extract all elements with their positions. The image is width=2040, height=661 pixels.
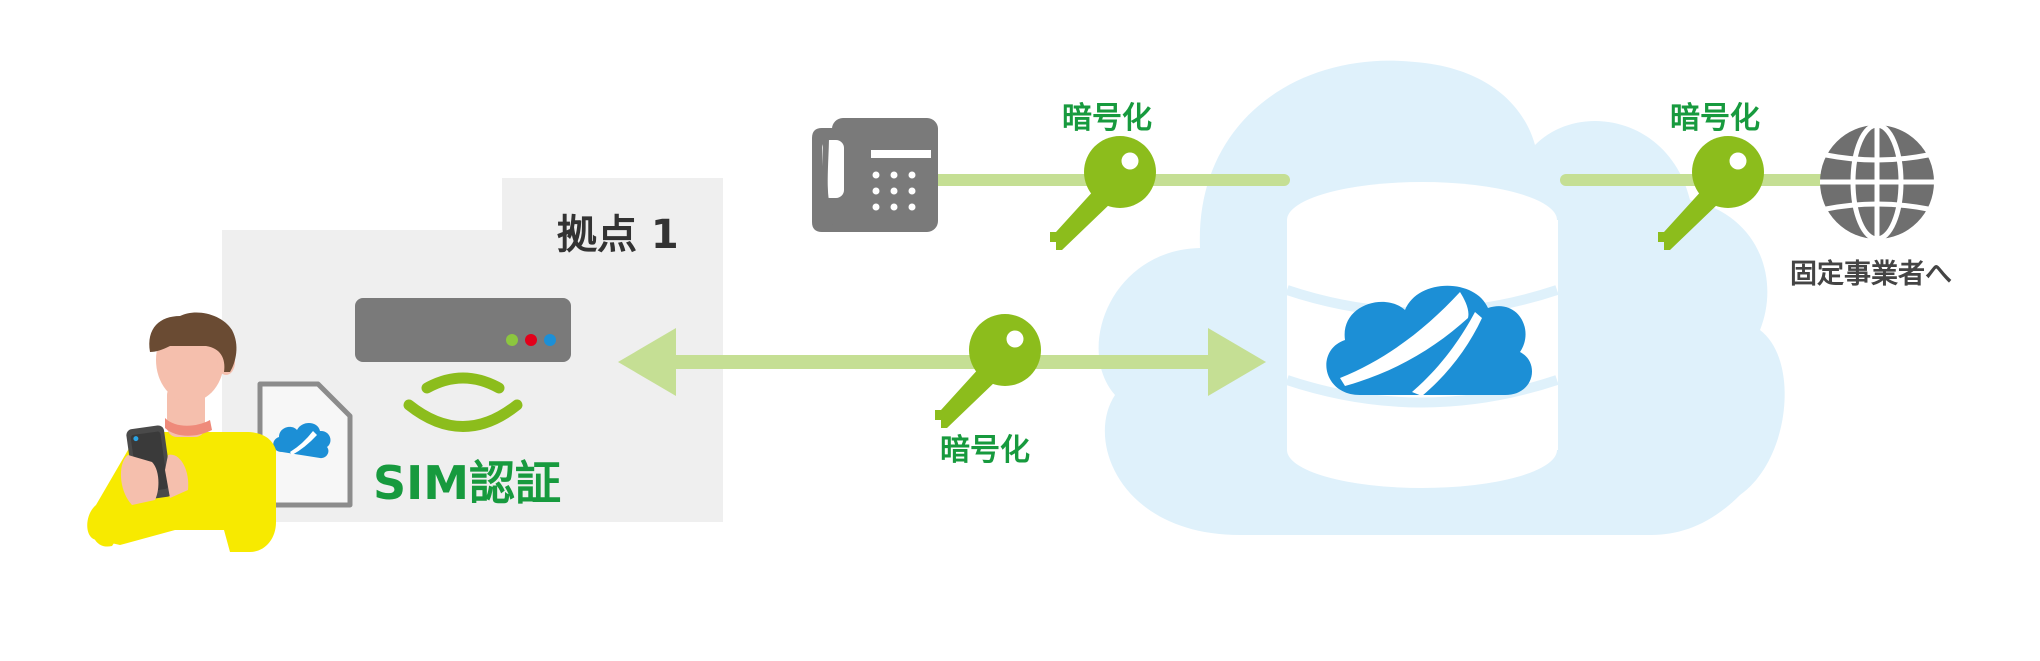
key-icon-phone [1050,136,1156,250]
encrypt-phone-label: 暗号化 [1062,101,1152,136]
arrow-right-icon [1208,328,1266,396]
encrypt-global-label: 暗号化 [1670,101,1760,136]
cloud-logo-icon [1326,285,1532,396]
key-icon-tunnel [935,314,1041,428]
sim-card-icon [257,381,353,508]
router-led-green [506,334,518,346]
sim-cloud-logo-icon [273,422,331,459]
site-label: 拠点 1 [557,212,679,258]
sim-auth-label: SIM認証 [373,456,562,510]
wireless-signal-icon [403,372,523,432]
router-icon [355,298,571,362]
router-led-red [525,334,537,346]
smartphone-icon [120,425,189,505]
phone-icon [812,118,938,232]
encrypt-tunnel-label: 暗号化 [940,433,1030,468]
router-led-blue [544,334,556,346]
globe-icon [1820,122,1934,242]
carrier-label: 固定事業者へ [1790,259,1952,290]
arrow-left-icon [618,328,676,396]
tunnel-connection [618,328,1266,396]
